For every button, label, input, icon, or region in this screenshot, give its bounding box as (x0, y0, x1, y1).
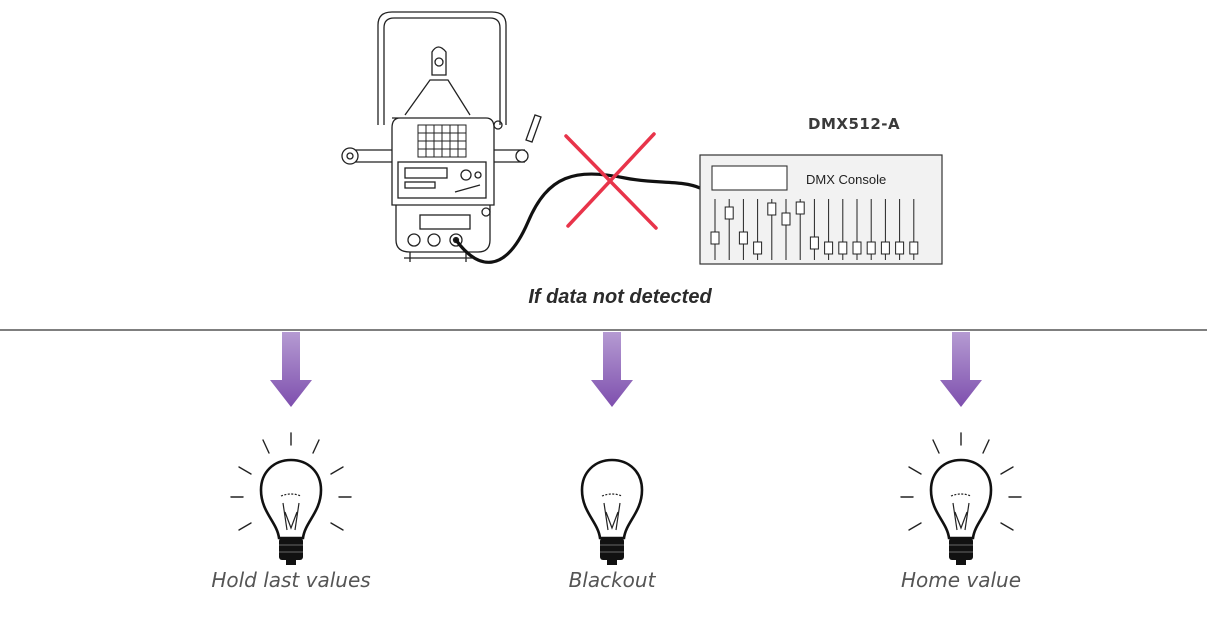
down-arrow-icon (940, 332, 982, 407)
bulb-contact (956, 560, 966, 565)
light-ray (238, 466, 252, 475)
light-bulb-icon (230, 432, 352, 565)
light-ray (982, 439, 990, 454)
light-ray (312, 439, 320, 454)
bulb-filament-top (950, 493, 972, 497)
disconnected-cross-icon (564, 132, 658, 230)
light-bulb-icon (900, 432, 1022, 565)
bulb-filament (952, 502, 970, 531)
light-ray (262, 439, 270, 454)
fader-knob (710, 231, 720, 245)
fader-knob (767, 202, 777, 216)
bulb-filament (282, 502, 300, 531)
bulb-base (279, 538, 303, 560)
light-ray (1000, 466, 1014, 475)
console-display (711, 165, 788, 191)
bulb-glass (259, 458, 323, 540)
light-ray (238, 522, 252, 531)
bulb-glass (580, 458, 644, 540)
dmx-console-icon (699, 154, 943, 265)
down-arrow-icon (591, 332, 633, 407)
console-faders (710, 199, 919, 260)
fader-knob (738, 231, 748, 245)
console-label: DMX Console (806, 172, 887, 187)
outcome-label-home: Home value (900, 568, 1022, 592)
down-arrow-icon (270, 332, 312, 407)
fader-knob (824, 241, 834, 255)
outcome-label-hold: Hold last values (211, 568, 371, 592)
fader-knob (866, 241, 876, 255)
outcome-label-blackout: Blackout (568, 568, 656, 592)
bulb-filament (603, 502, 621, 531)
bulb-base (600, 538, 624, 560)
fader-knob (880, 241, 890, 255)
bulb-contact (607, 560, 617, 565)
fader-knob (795, 201, 805, 215)
light-ray (908, 522, 922, 531)
fader-knob (724, 206, 734, 220)
light-ray (932, 439, 940, 454)
fader-knob (895, 241, 905, 255)
bulb-contact (286, 560, 296, 565)
fader-knob (781, 212, 791, 226)
fader-knob (753, 241, 763, 255)
fader-knob (909, 241, 919, 255)
lighting-fixture-icon (341, 11, 542, 262)
fader-knob (809, 236, 819, 250)
light-ray (330, 522, 344, 531)
light-bulb-icon (580, 458, 644, 565)
bulb-filament-top (601, 493, 623, 497)
bulb-glass (929, 458, 993, 540)
fader-knob (852, 241, 862, 255)
protocol-label: DMX512-A (808, 115, 901, 133)
bulb-filament-top (280, 493, 302, 497)
diagram-heading: If data not detected (528, 286, 712, 308)
fader-knob (838, 241, 848, 255)
light-ray (1000, 522, 1014, 531)
light-ray (908, 466, 922, 475)
bulb-base (949, 538, 973, 560)
dmx-cable (454, 172, 702, 264)
light-ray (330, 466, 344, 475)
